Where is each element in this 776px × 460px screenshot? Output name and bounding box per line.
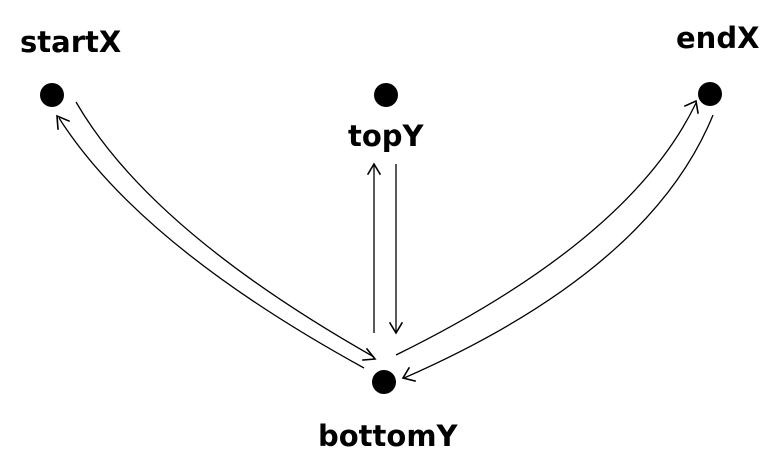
node-topY: topY: [348, 83, 425, 153]
edge-bottomY-startX: [56, 114, 365, 369]
edge-endX-bottomY: [401, 114, 714, 382]
node-label-bottomY: bottomY: [318, 419, 459, 453]
node-label-startX: startX: [20, 25, 121, 59]
edge-topY-bottomY: [388, 164, 404, 335]
node-dot: [40, 83, 64, 107]
node-dot: [698, 82, 722, 106]
node-endX: endX: [676, 21, 759, 106]
edge-startX-bottomY: [75, 101, 377, 361]
node-dot: [374, 83, 398, 107]
node-dot: [372, 370, 396, 394]
edge-bottomY-topY: [366, 162, 382, 333]
node-label-topY: topY: [348, 119, 425, 153]
node-startX: startX: [20, 25, 121, 107]
edge-bottomY-endX: [395, 99, 699, 356]
node-label-endX: endX: [676, 21, 759, 55]
node-bottomY: bottomY: [318, 370, 459, 453]
